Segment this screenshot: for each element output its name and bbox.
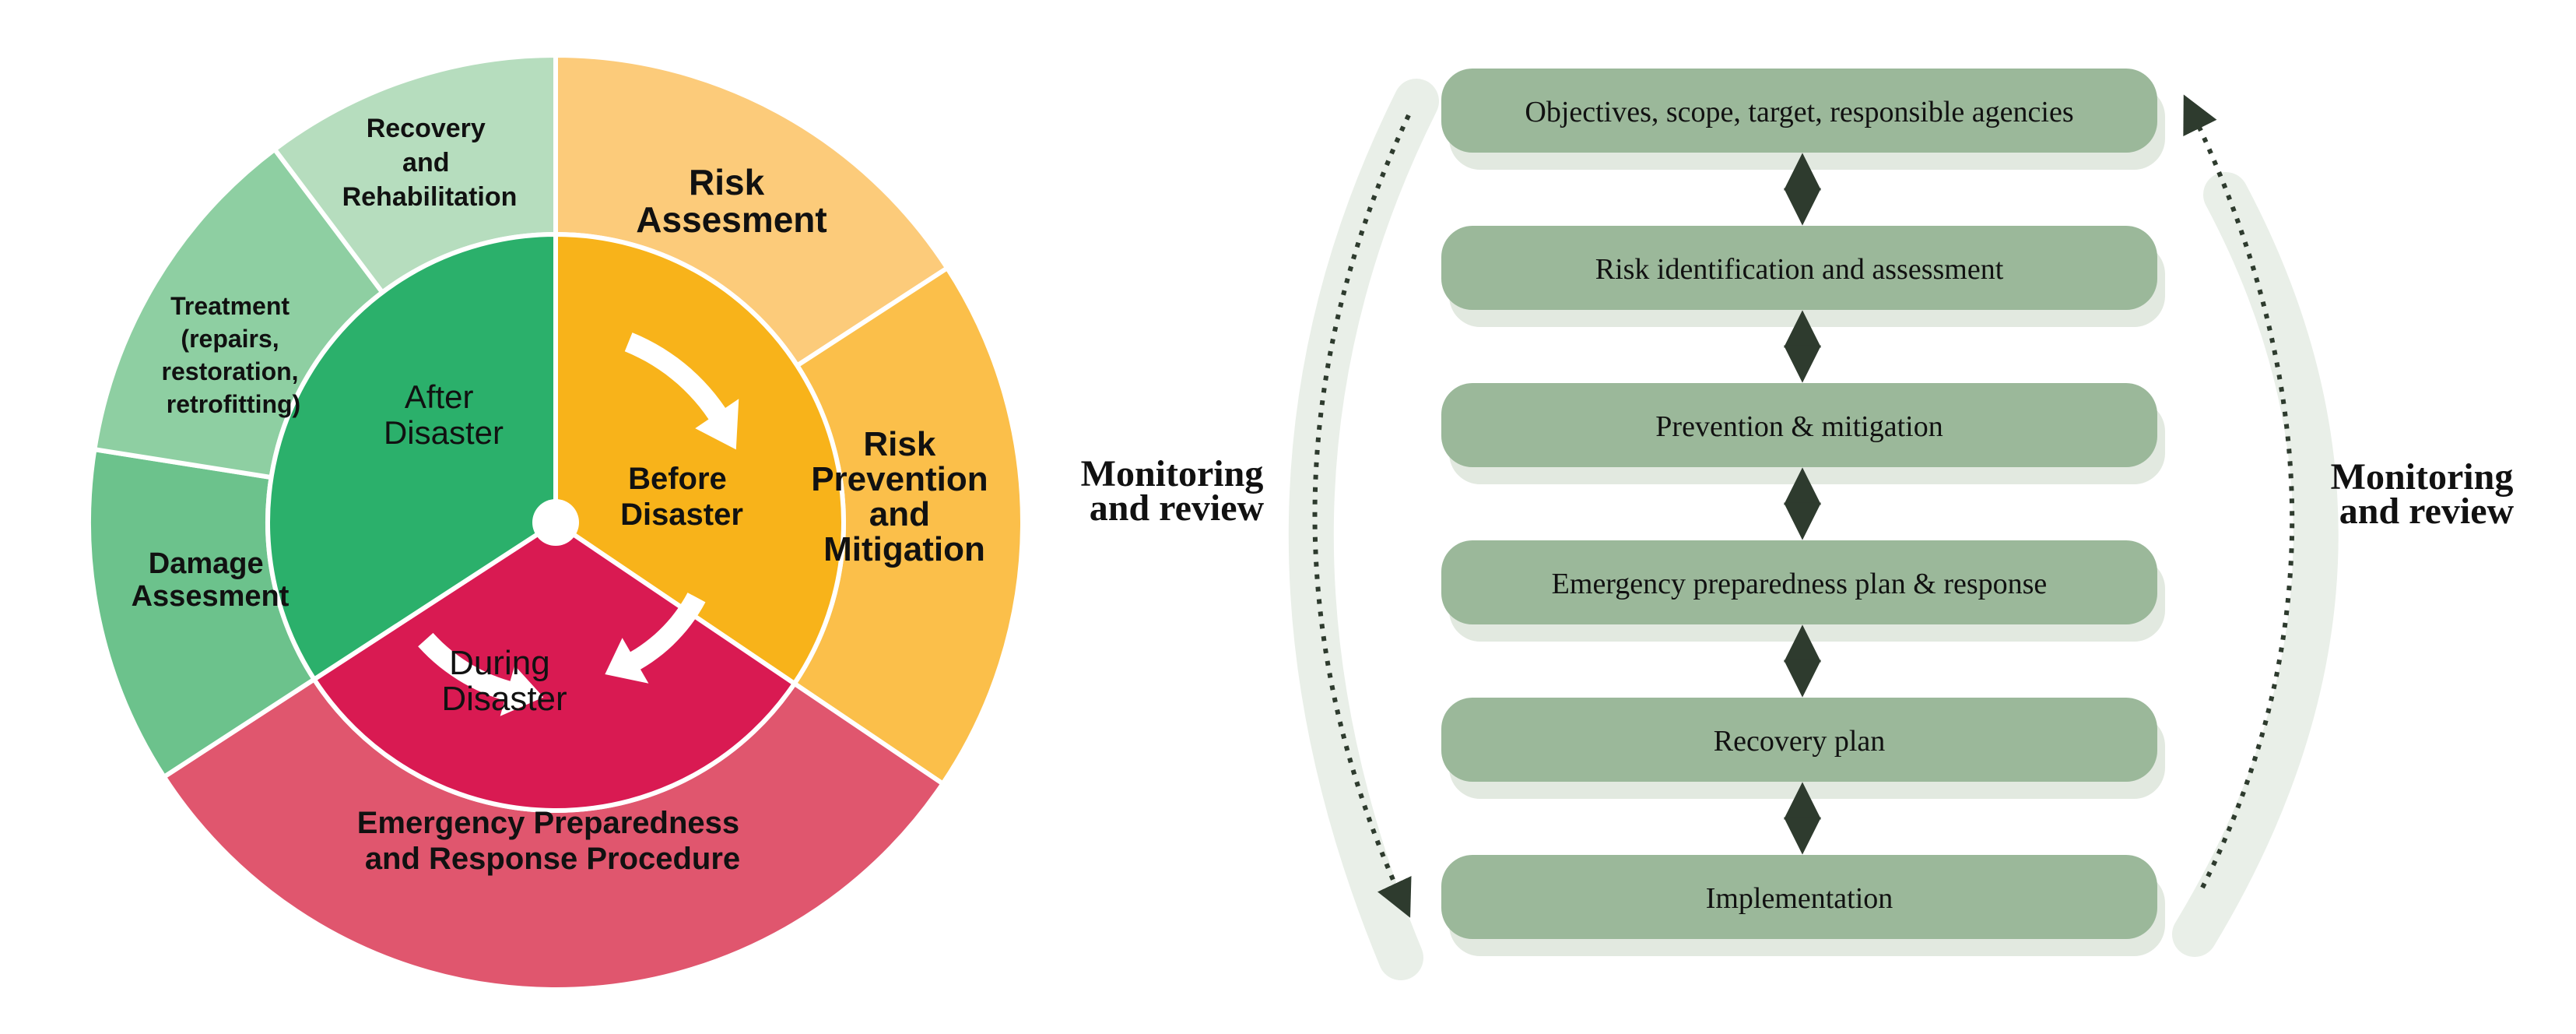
label-after-disaster: After Disaster xyxy=(384,378,504,451)
label-risk-prevention: Risk Prevention and Mitigation xyxy=(811,425,998,568)
flow-step-box xyxy=(1441,698,2157,782)
segment-after-disaster xyxy=(265,231,558,683)
risk-management-flow: Monitoring and review Monitoring and rev… xyxy=(1081,69,2523,980)
label-treatment: Treatment (repairs, restoration, retrofi… xyxy=(162,292,306,418)
flow-step: Prevention & mitigation xyxy=(1441,383,2165,484)
right-monitoring-arrow xyxy=(2183,94,2295,889)
flow-step-label: Implementation xyxy=(1706,882,1893,915)
flow-step: Emergency preparedness plan & response xyxy=(1441,540,2165,642)
label-damage-assessment: Damage Assesment xyxy=(132,547,290,613)
label-risk-assessment: Risk Assesment xyxy=(636,162,826,240)
flow-step: Implementation xyxy=(1441,855,2165,956)
label-recovery: Recovery and Rehabilitation xyxy=(342,114,518,212)
flow-step-box xyxy=(1441,383,2157,467)
flow-step: Objectives, scope, target, responsible a… xyxy=(1441,69,2165,170)
cycle-arrow-icon xyxy=(605,593,706,684)
flow-step-box xyxy=(1441,69,2157,153)
flow-step-label: Recovery plan xyxy=(1714,725,1886,758)
flow-step-label: Prevention & mitigation xyxy=(1655,410,1943,443)
flow-step-box xyxy=(1441,540,2157,624)
flow-step: Risk identification and assessment xyxy=(1441,226,2165,327)
right-arc-band xyxy=(2172,172,2339,957)
monitoring-label-right: Monitoring and review xyxy=(2331,456,2523,532)
monitoring-label-left: Monitoring and review xyxy=(1081,453,1273,529)
label-before-disaster: Before Disaster xyxy=(620,462,743,532)
flow-step-label: Risk identification and assessment xyxy=(1595,253,2004,286)
disaster-cycle-wheel: Before Disaster During Disaster After Di… xyxy=(86,52,1025,992)
flow-step-label: Objectives, scope, target, responsible a… xyxy=(1525,96,2073,128)
left-monitoring-arrow xyxy=(1312,114,1412,918)
flow-step-box xyxy=(1441,855,2157,939)
label-during-disaster: During Disaster xyxy=(441,644,567,718)
wheel-center-dot xyxy=(532,499,579,546)
cycle-arrow-icon xyxy=(624,332,739,450)
cycle-arrow-icon xyxy=(418,632,544,716)
label-emergency-preparedness: Emergency Preparedness and Response Proc… xyxy=(357,806,749,876)
flow-step-box xyxy=(1441,226,2157,310)
flow-step: Recovery plan xyxy=(1441,698,2165,799)
left-arc-band xyxy=(1288,79,1439,980)
flow-steps: Objectives, scope, target, responsible a… xyxy=(1441,69,2165,956)
flow-step-label: Emergency preparedness plan & response xyxy=(1552,568,2048,600)
segment-during-disaster xyxy=(311,519,798,813)
